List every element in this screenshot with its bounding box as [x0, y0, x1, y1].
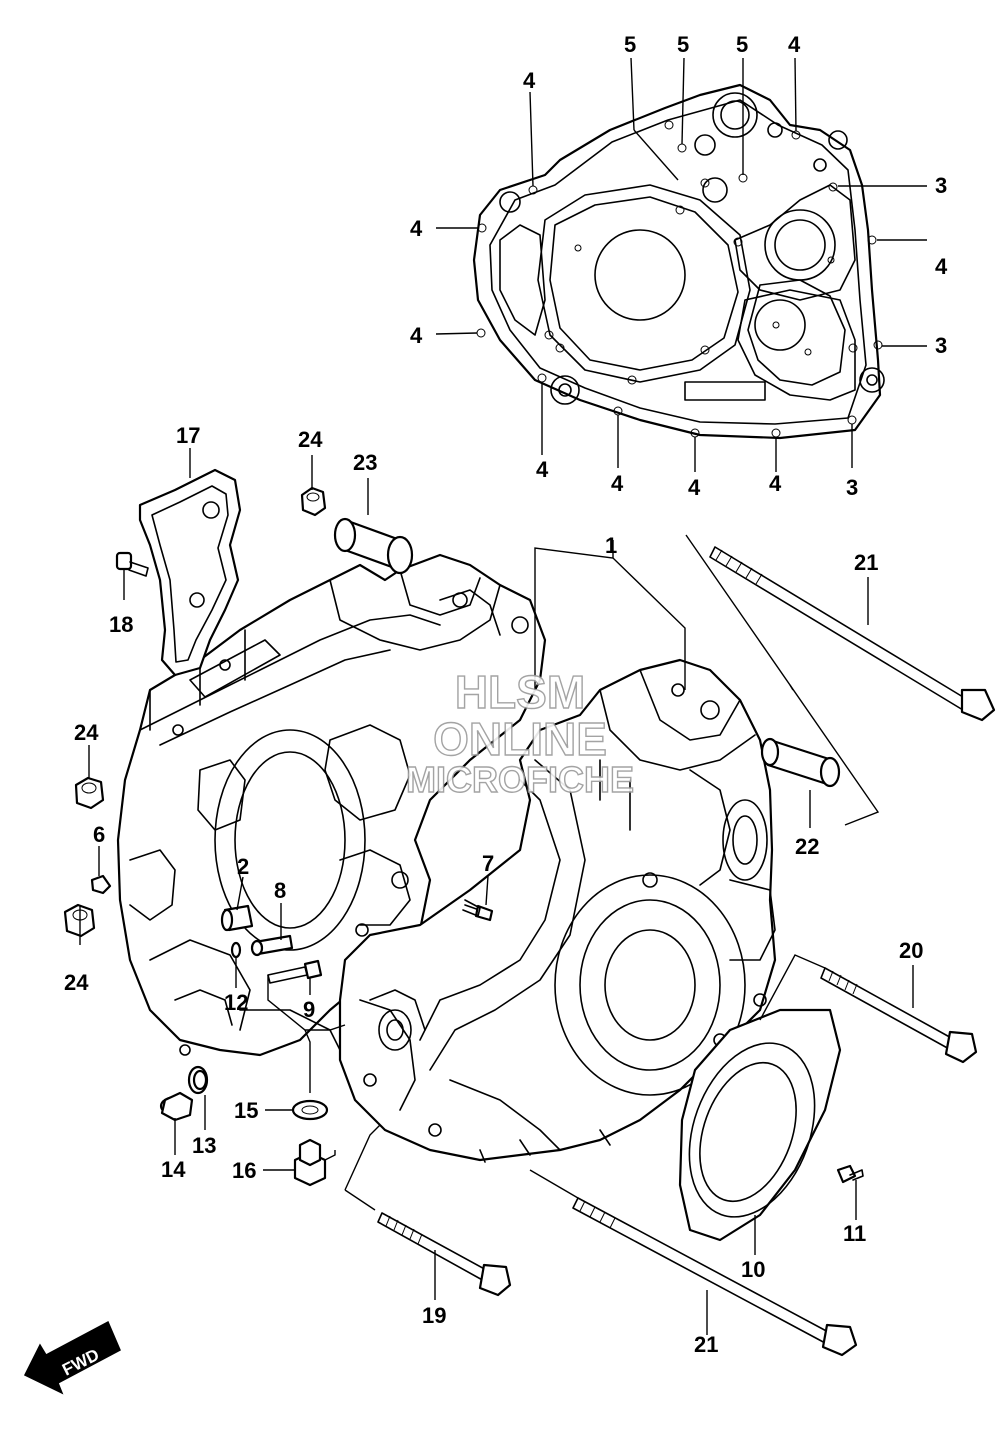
callout-4-f: 4: [536, 457, 549, 482]
watermark-line-2: ONLINE: [433, 713, 607, 765]
callout-21-upper: 21: [854, 550, 878, 575]
callout-4-b: 4: [788, 32, 801, 57]
callout-24-top: 24: [298, 427, 323, 452]
callout-4-g: 4: [611, 471, 624, 496]
part-14-drain-plug: [159, 1091, 194, 1122]
part-7-bolt: [462, 899, 494, 922]
callout-9: 9: [303, 997, 315, 1022]
part-17-bracket: [138, 468, 242, 677]
callout-3-middle: 3: [935, 333, 947, 358]
part-13-washer: [187, 1065, 209, 1095]
callout-5-b: 5: [677, 32, 689, 57]
part-6-plug: [90, 874, 112, 895]
part-2-dowel: [220, 904, 254, 932]
callout-22: 22: [795, 834, 819, 859]
callout-4-e: 4: [410, 323, 423, 348]
watermark-line-3: MICROFICHE: [406, 759, 634, 800]
callout-3-lower: 3: [846, 475, 858, 500]
callout-10: 10: [741, 1257, 765, 1282]
callout-20: 20: [899, 938, 923, 963]
part-21-bolt-upper: [709, 546, 996, 722]
callout-2: 2: [237, 854, 249, 879]
callout-4-i: 4: [769, 471, 782, 496]
callout-4-a: 4: [523, 68, 536, 93]
callout-12: 12: [224, 990, 248, 1015]
callout-23: 23: [353, 450, 377, 475]
part-21-bolt-lower: [572, 1197, 858, 1357]
watermark-line-1: HLSM: [455, 666, 585, 718]
part-10-cover: [678, 1008, 842, 1242]
crankcase-gasket: [472, 83, 885, 440]
callout-7: 7: [482, 851, 494, 876]
callout-4-h: 4: [688, 475, 701, 500]
callout-1: 1: [605, 533, 617, 558]
callout-13: 13: [192, 1133, 216, 1158]
callout-17: 17: [176, 423, 200, 448]
callout-numbers: 1 2 3 3 3 4 4 4 4 4 4 4 4 4 5 5 5 6 7 8 …: [64, 32, 948, 1357]
leader-lines: [79, 57, 927, 1335]
part-15-washer: [291, 1099, 329, 1121]
callout-19: 19: [422, 1303, 446, 1328]
part-22-dowel: [760, 737, 841, 788]
callout-3-upper: 3: [935, 173, 947, 198]
callout-14: 14: [161, 1157, 186, 1182]
part-20-bolt: [820, 967, 978, 1064]
part-9-bolt: [267, 959, 323, 984]
callout-6: 6: [93, 822, 105, 847]
crankcase-assembly: [116, 553, 777, 1163]
callout-11: 11: [843, 1221, 866, 1246]
callout-5-c: 5: [736, 32, 748, 57]
callout-4-d: 4: [935, 254, 948, 279]
part-16-plug: [293, 1138, 327, 1187]
part-12-o-ring: [230, 941, 242, 959]
callout-24-middle: 24: [74, 720, 99, 745]
callout-18: 18: [109, 612, 133, 637]
fwd-arrow: FWD: [23, 1320, 121, 1395]
callout-16: 16: [232, 1158, 256, 1183]
part-18-bolt: [115, 551, 149, 577]
callout-8: 8: [274, 878, 286, 903]
part-8-dowel: [250, 934, 294, 957]
callout-5-a: 5: [624, 32, 636, 57]
part-19-bolt: [377, 1212, 512, 1297]
part-11-screw: [836, 1164, 864, 1184]
callout-15: 15: [234, 1098, 258, 1123]
callout-24-bottom: 24: [64, 970, 89, 995]
part-24-nut-mid: [74, 776, 105, 810]
callout-4-c: 4: [410, 216, 423, 241]
part-24-nut-top: [300, 486, 327, 517]
callout-21-lower: 21: [694, 1332, 718, 1357]
watermark: HLSM ONLINE MICROFICHE: [405, 665, 634, 800]
part-23-sleeve: [333, 517, 414, 575]
